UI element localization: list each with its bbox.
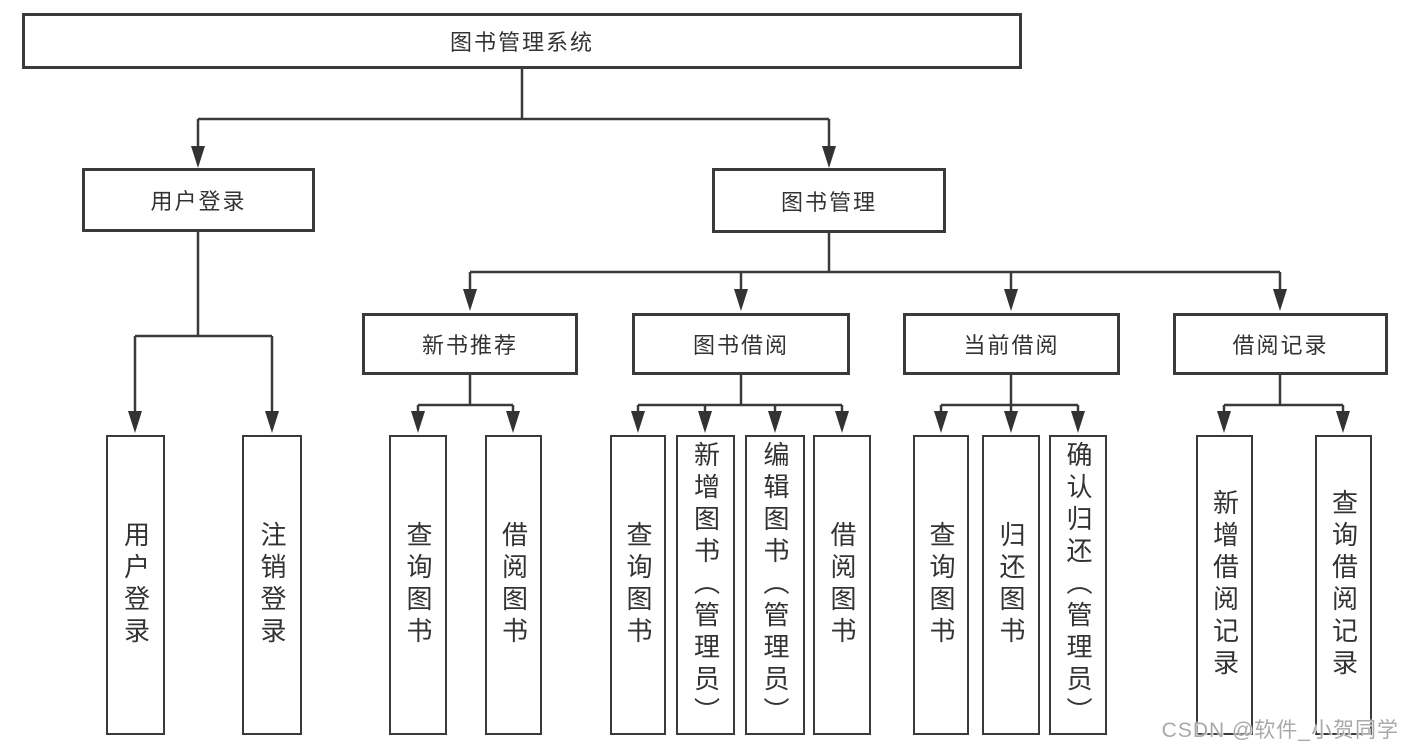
leaf-borrow-book: 借阅图书 [813,435,871,735]
edge-record-to-leaves [1217,375,1350,433]
edge-login-to-leaves [128,232,279,433]
leaf-query-borrow-record: 查询借阅记录 [1315,435,1372,735]
leaf-confirm-return-admin: 确认归还（管理员） [1049,435,1107,735]
edge-root-to-level2 [191,69,836,168]
leaf-label: 用户登录 [120,521,151,649]
leaf-label: 归还图书 [996,521,1026,649]
leaf-label: 借阅图书 [827,521,857,649]
edge-recommend-to-leaves [411,375,520,433]
leaf-label: 注销登录 [257,521,287,649]
leaf-label: 查询图书 [403,521,433,649]
leaf-add-borrow-record: 新增借阅记录 [1196,435,1253,735]
leaf-label: 编辑图书（管理员） [760,441,790,729]
edge-management-to-level3 [463,233,1287,311]
leaf-query-book-borrow: 查询图书 [610,435,666,735]
leaf-label: 查询图书 [623,521,653,649]
leaf-label: 查询图书 [926,521,956,649]
leaf-query-book-recommend: 查询图书 [389,435,447,735]
node-label: 新书推荐 [421,333,518,358]
leaf-label: 确认归还（管理员） [1063,441,1093,729]
node-label: 图书借阅 [692,333,789,358]
node-label: 借阅记录 [1232,333,1329,358]
node-borrow-record: 借阅记录 [1173,313,1388,375]
node-label: 当前借阅 [963,333,1060,358]
node-label: 用户登录 [150,189,247,214]
node-book-management-group: 图书管理 [712,168,946,233]
edge-borrow-to-leaves [631,375,849,433]
leaf-borrow-book-recommend: 借阅图书 [485,435,542,735]
leaf-label: 新增借阅记录 [1209,489,1240,681]
leaf-label: 查询借阅记录 [1328,489,1359,681]
csdn-watermark: CSDN @软件_小贺同学 [1161,719,1399,742]
node-new-book-recommend: 新书推荐 [362,313,578,375]
leaf-label: 借阅图书 [498,521,529,649]
node-root-system: 图书管理系统 [22,13,1022,69]
node-current-borrow: 当前借阅 [903,313,1120,375]
leaf-query-book-current: 查询图书 [913,435,969,735]
leaf-user-login: 用户登录 [106,435,165,735]
node-book-borrow: 图书借阅 [632,313,850,375]
leaf-add-book-admin: 新增图书（管理员） [676,435,735,735]
leaf-logout: 注销登录 [242,435,302,735]
leaf-label: 新增图书（管理员） [690,441,721,729]
node-user-login-group: 用户登录 [82,168,315,232]
node-label: 图书管理 [780,189,877,215]
leaf-edit-book-admin: 编辑图书（管理员） [745,435,805,735]
edge-current-to-leaves [934,375,1085,433]
leaf-return-book: 归还图书 [982,435,1040,735]
node-root-label: 图书管理系统 [449,30,594,55]
